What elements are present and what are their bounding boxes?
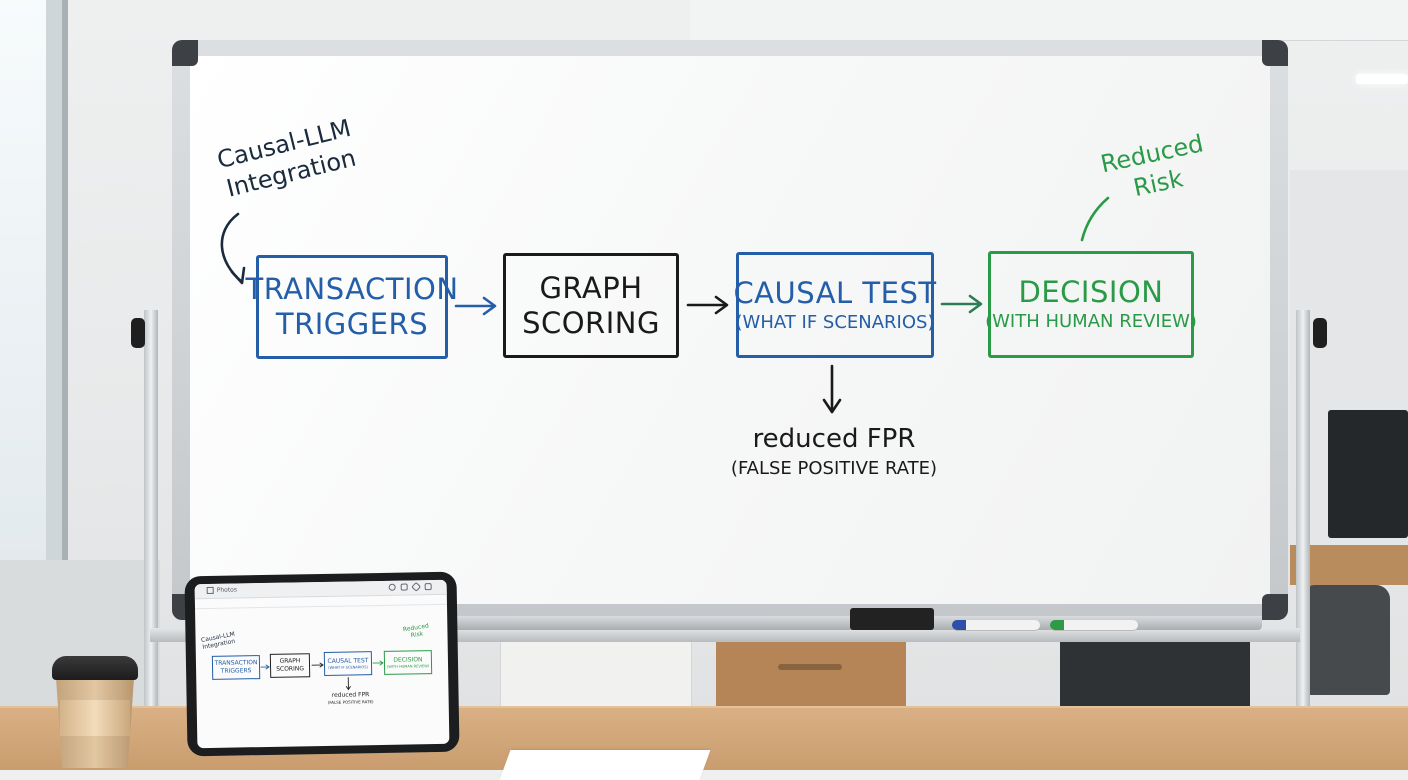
cabinet-handle bbox=[778, 664, 842, 670]
flow-box-title: GRAPH bbox=[539, 270, 643, 305]
outcome-subtitle: (FALSE POSITIVE RATE) bbox=[730, 458, 938, 479]
whiteboard-surface bbox=[190, 56, 1270, 604]
cabinet-white bbox=[500, 640, 692, 712]
flow-box-causal-test: CAUSAL TEST (WHAT IF SCENARIOS) bbox=[733, 252, 937, 358]
arrow-transaction-to-graph bbox=[260, 664, 270, 670]
tablet-diagram-arrows bbox=[260, 660, 384, 691]
flow-box-subtitle: (WHAT IF SCENARIOS) bbox=[735, 311, 935, 333]
frame-corner bbox=[1262, 40, 1288, 66]
arrow-graph-to-causal bbox=[311, 662, 324, 668]
frame-corner bbox=[172, 40, 198, 66]
flow-box-graph-scoring: GRAPH SCORING bbox=[503, 253, 679, 358]
stand-post-right bbox=[1296, 310, 1310, 710]
flow-box-transaction-triggers: TRANSACTION TRIGGERS bbox=[245, 255, 458, 359]
tablet-screen[interactable]: Photos Causal-LLM Integration Reduced Ri… bbox=[194, 579, 450, 749]
flow-box-title: DECISION bbox=[1018, 275, 1164, 309]
flow-box-title: CAUSAL TEST bbox=[733, 275, 937, 310]
whiteboard-eraser[interactable] bbox=[850, 608, 934, 630]
background-monitor bbox=[1328, 410, 1408, 538]
outcome-title: reduced FPR bbox=[752, 424, 916, 454]
coffee-cup-lid bbox=[52, 656, 138, 680]
frame-corner bbox=[1262, 594, 1288, 620]
office-chair bbox=[1300, 585, 1390, 695]
cabinet-wood bbox=[716, 640, 906, 710]
flow-box-title: TRANSACTION bbox=[245, 272, 459, 306]
flow-box-decision: DECISION (WITH HUMAN REVIEW) bbox=[985, 251, 1197, 358]
window-glass bbox=[0, 0, 46, 560]
flow-box-title: SCORING bbox=[522, 305, 660, 340]
ceiling-light bbox=[1356, 74, 1408, 84]
paper-sheet bbox=[499, 750, 711, 780]
stand-knob-left bbox=[131, 318, 145, 348]
arrow-causal-to-outcome bbox=[345, 677, 351, 691]
flow-box-title: TRIGGERS bbox=[275, 307, 429, 341]
arrow-causal-to-decision bbox=[372, 660, 384, 666]
flow-box-subtitle: (WITH HUMAN REVIEW) bbox=[985, 311, 1197, 332]
coffee-cup-sleeve bbox=[60, 700, 130, 736]
marker-blue[interactable] bbox=[952, 620, 1040, 630]
outcome-reduced-fpr: reduced FPR (FALSE POSITIVE RATE) bbox=[724, 422, 944, 482]
ceiling-panel bbox=[690, 0, 1408, 41]
cabinet-dark bbox=[1060, 640, 1250, 710]
stand-post-left bbox=[144, 310, 158, 710]
stand-knob-right bbox=[1313, 318, 1327, 348]
marker-green[interactable] bbox=[1050, 620, 1138, 630]
